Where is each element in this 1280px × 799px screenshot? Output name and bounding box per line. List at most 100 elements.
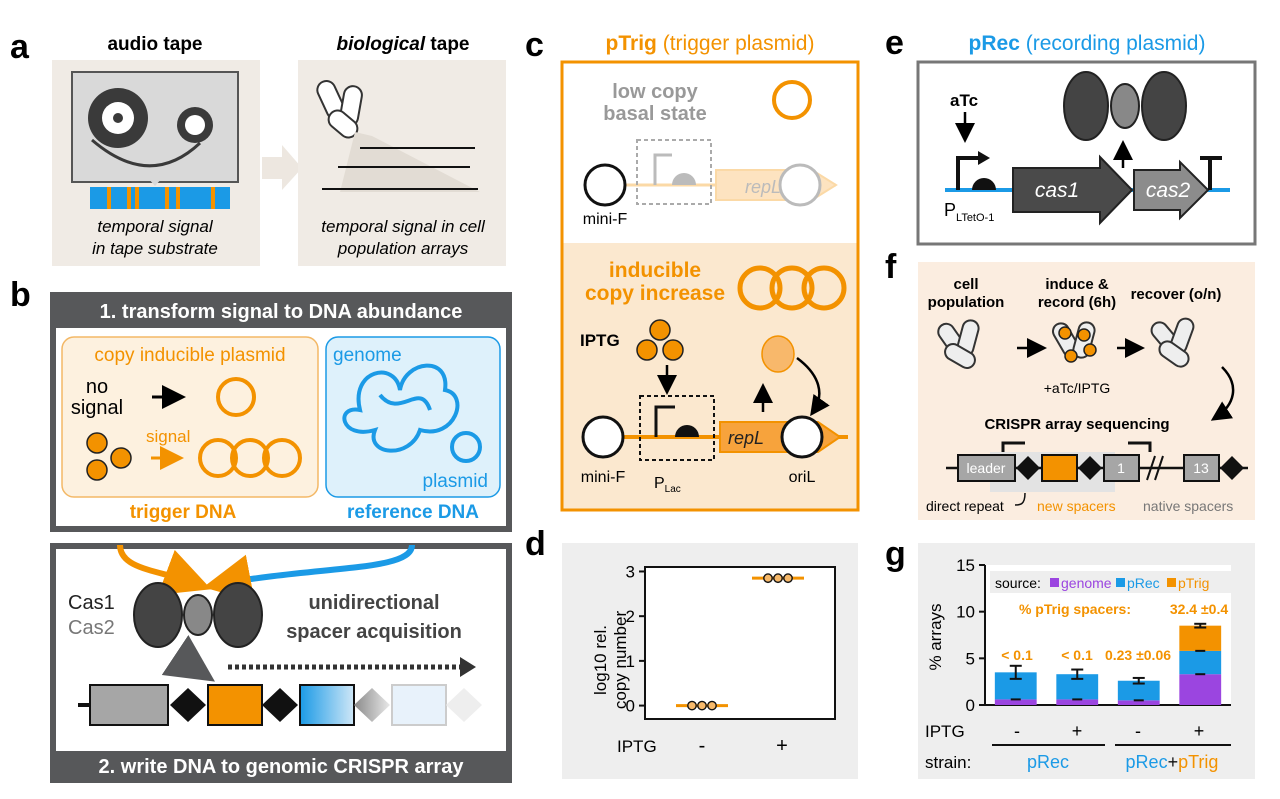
panel-d-point (763, 573, 773, 584)
audio-caption-line1: temporal signal (97, 217, 214, 236)
panel-d-point (773, 573, 783, 584)
panel-g-bar-pRec (1179, 650, 1222, 675)
panel-d-ytick-label: 3 (626, 562, 635, 581)
single-plasmid-icon (216, 377, 256, 417)
cas-complex-icon (133, 582, 263, 648)
cell-pop-label-1: cell (953, 276, 978, 293)
annotation-1: < 0.1 (1001, 647, 1033, 663)
native-spacer-13-box (1183, 454, 1220, 482)
panel-g-letter: g (885, 535, 906, 573)
panel-b-letter: b (10, 276, 31, 314)
bio-caption-line2: population arrays (337, 239, 469, 258)
plac-label: PLac (654, 475, 681, 495)
genome-label: genome (333, 345, 402, 366)
new-spacer-box (1041, 454, 1078, 482)
terminator-icon (1200, 156, 1222, 190)
reference-flow-arrow (203, 544, 415, 602)
legend-source-label: source: (995, 575, 1041, 591)
legend-ptrig-swatch (1167, 578, 1176, 587)
induced-plasmids-icon (737, 265, 783, 311)
crispr-arrays-icon (322, 147, 478, 190)
legend-box (990, 571, 1234, 593)
legend-prec-swatch (1116, 578, 1125, 587)
direct-repeat-icon (1016, 456, 1040, 480)
panel-d-ylabel-2: copy number (611, 611, 630, 710)
basal-label-1: low copy (612, 81, 698, 103)
oril-label: oriL (789, 469, 816, 486)
primer-rev-icon (1128, 441, 1152, 452)
panel-d-x-minus: - (699, 735, 706, 757)
panel-c-title: pTrig (trigger plasmid) (606, 32, 815, 55)
acquisition-label-2: spacer acquisition (286, 621, 462, 643)
panel-c: c pTrig (trigger plasmid) low copy basal… (525, 26, 860, 512)
signal-label: signal (146, 427, 190, 446)
induce-label-2: record (6h) (1038, 294, 1116, 311)
cas-protein-icon (1063, 71, 1187, 141)
repL-bottom-label: repL (728, 428, 764, 448)
panel-d-point (783, 573, 793, 584)
panel-b-footer: 2. write DNA to genomic CRISPR array (99, 756, 465, 778)
plac-off-box (636, 139, 712, 205)
panel-e: e pRec (recording plasmid) aTc cas1 cas2… (885, 24, 1257, 246)
legend-ptrig-label: pTrig (1178, 575, 1209, 591)
strain-1-label: pRec (1027, 752, 1069, 772)
panel-g-iptg-label: IPTG (925, 722, 965, 741)
ref-plasmid-icon (450, 431, 482, 463)
atc-iptg-label: +aTc/IPTG (1044, 380, 1111, 396)
legend-prec-label: pRec (1127, 575, 1160, 591)
write-arrow (161, 635, 215, 682)
reference-dna-label: reference DNA (347, 502, 479, 523)
leader-box (957, 454, 1016, 482)
native-spacer-1-box (1103, 454, 1140, 482)
panel-d-point (687, 700, 697, 711)
ptrig-spacers-title: % pTrig spacers: (1019, 601, 1131, 617)
panel-g-bar-pTrig (1179, 625, 1222, 651)
basal-label-2: basal state (603, 103, 706, 125)
panel-d-point (697, 700, 707, 711)
spacer-13-label: 13 (1193, 460, 1209, 476)
annotation-2: < 0.1 (1061, 647, 1093, 663)
crispr-array-icon (78, 684, 482, 726)
genome-icon (342, 363, 460, 453)
panel-e-title: pRec (recording plasmid) (969, 32, 1206, 55)
panel-g-ytick-label: 5 (966, 649, 975, 668)
minif-bottom-label: mini-F (581, 469, 626, 486)
arrow-right-icon (262, 145, 302, 190)
panel-d-point (707, 700, 717, 711)
primer-fwd-icon (1001, 441, 1025, 452)
cas2-gene (1133, 159, 1210, 221)
panel-d-iptg-label: IPTG (617, 737, 657, 756)
trigger-flow-arrow (117, 544, 212, 595)
inducible-label-1: inducible (609, 259, 701, 282)
plac-box (639, 395, 715, 461)
cell-pop-label-2: population (928, 294, 1005, 311)
cas1-label: Cas1 (68, 592, 115, 614)
bio-caption-line1: temporal signal in cell (321, 217, 486, 236)
crispr-seq-label: CRISPR array sequencing (984, 416, 1169, 433)
cas2-label: Cas2 (68, 617, 115, 639)
cas1-gene (1012, 154, 1134, 226)
panel-d-marks (676, 573, 804, 711)
direct-repeat-label: direct repeat (926, 498, 1004, 514)
panel-g-bar-pRec (1117, 680, 1160, 701)
break-icon (1146, 455, 1156, 481)
inducible-label-2: copy increase (585, 282, 725, 305)
audio-caption-line2: in tape substrate (92, 239, 218, 258)
panel-g: g % arrays source: genome pRec pTrig % p… (885, 535, 1255, 779)
panel-g-bar-genome (1056, 699, 1099, 705)
minif-top-label: mini-F (583, 211, 628, 228)
panel-g-bar-genome (1179, 674, 1222, 705)
annotation-4: 32.4 ±0.4 (1170, 601, 1228, 617)
legend-genome-swatch (1050, 578, 1059, 587)
minif-bottom-icon (581, 415, 625, 459)
promoter-label: PLTetO-1 (944, 200, 994, 224)
no-signal-label-1: no (86, 376, 108, 398)
panel-g-bar-genome (1117, 700, 1160, 705)
panel-f: f cell population induce & record (6h) r… (885, 248, 1255, 520)
audio-tape-title: audio tape (107, 34, 202, 55)
basal-plasmid-icon (772, 80, 812, 120)
strain-label: strain: (925, 753, 971, 772)
